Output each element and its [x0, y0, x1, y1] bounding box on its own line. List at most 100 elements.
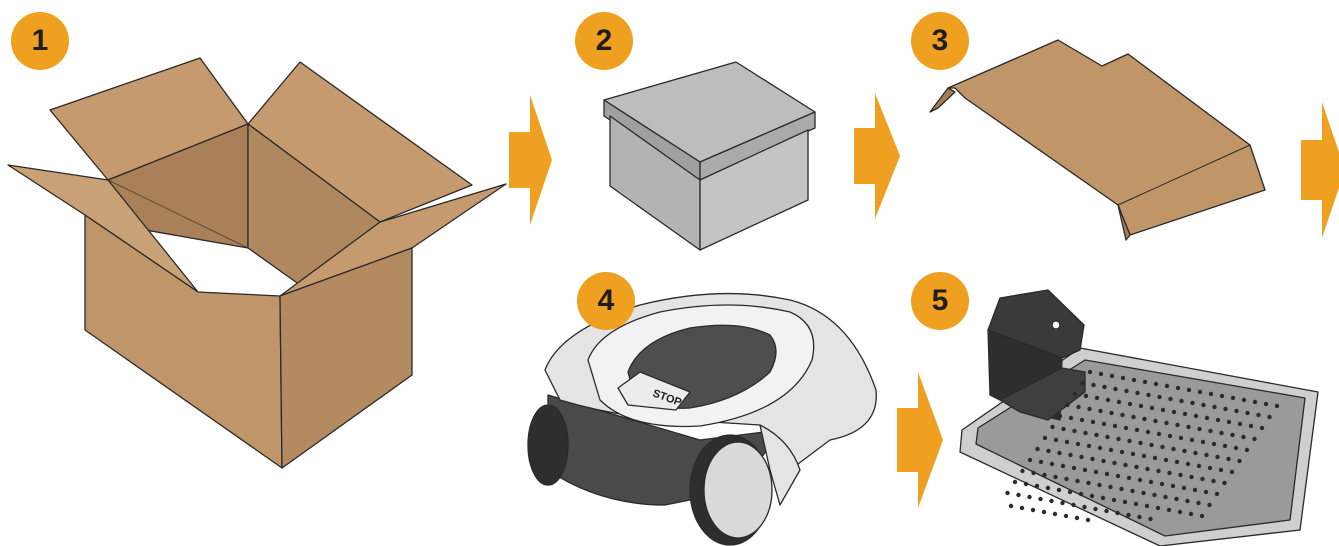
plate-hole [1095, 396, 1099, 400]
plate-hole [1083, 431, 1087, 435]
plate-hole [1121, 376, 1125, 380]
plate-hole [1253, 400, 1257, 404]
plate-hole [1091, 383, 1095, 387]
plate-hole [1201, 403, 1205, 407]
plate-hole [1050, 462, 1054, 466]
plate-hole [1231, 396, 1235, 400]
plate-hole [1135, 428, 1139, 432]
plate-hole [1156, 469, 1160, 473]
plate-hole [1175, 460, 1179, 464]
plate-hole [1104, 509, 1108, 513]
plate-hole [1211, 479, 1215, 483]
plate-hole [1102, 422, 1106, 426]
plate-hole [1112, 498, 1116, 502]
plate-hole [1065, 440, 1069, 444]
plate-hole [1156, 506, 1160, 510]
plate-hole [1226, 457, 1230, 461]
plate-hole [1204, 490, 1208, 494]
plate-hole [1171, 447, 1175, 451]
plate-hole [1197, 464, 1201, 468]
plate-hole [1076, 405, 1080, 409]
plate-hole [1194, 414, 1198, 418]
plate-hole [1267, 415, 1271, 419]
plate-hole [1157, 395, 1161, 399]
plate-hole [1075, 479, 1079, 483]
plate-hole [1068, 490, 1072, 494]
plate-hole [1091, 420, 1095, 424]
plate-hole [1175, 423, 1179, 427]
plate-hole [1024, 482, 1028, 486]
plate-hole [1108, 485, 1112, 489]
plate-hole [1178, 473, 1182, 477]
plate-hole [1079, 492, 1083, 496]
plate-hole [1149, 480, 1153, 484]
plate-hole [1120, 413, 1124, 417]
plate-hole [1076, 442, 1080, 446]
plate-hole [1275, 404, 1279, 408]
plate-hole [1205, 416, 1209, 420]
plate-hole [1042, 510, 1046, 514]
plate-hole [1145, 467, 1149, 471]
plate-hole [1160, 445, 1164, 449]
plate-hole [1161, 408, 1165, 412]
plate-hole [1123, 500, 1127, 504]
plate-hole [1148, 517, 1152, 521]
plate-hole [1073, 392, 1077, 396]
plate-hole [1249, 424, 1253, 428]
plate-hole [1113, 424, 1117, 428]
plate-hole [1060, 501, 1064, 505]
plate-hole [1105, 472, 1109, 476]
plate-hole [1131, 415, 1135, 419]
plate-hole [1200, 477, 1204, 481]
plate-hole [1065, 403, 1069, 407]
plate-hole [1154, 382, 1158, 386]
plate-hole [1179, 399, 1183, 403]
cardboard-insert [930, 40, 1265, 240]
plate-hole [1164, 421, 1168, 425]
plate-hole [1046, 449, 1050, 453]
plate-hole [1064, 477, 1068, 481]
plate-hole [1174, 497, 1178, 501]
plate-hole [1160, 482, 1164, 486]
plate-hole [1264, 402, 1268, 406]
plate-hole [1186, 462, 1190, 466]
arrow-1 [509, 95, 552, 225]
plate-hole [1230, 433, 1234, 437]
plate-hole [1117, 400, 1121, 404]
plate-hole [1216, 418, 1220, 422]
plate-hole [1069, 416, 1073, 420]
plate-hole [1145, 504, 1149, 508]
plate-hole [1176, 386, 1180, 390]
plate-hole [1009, 504, 1013, 508]
plate-hole [1098, 409, 1102, 413]
plate-hole [1215, 492, 1219, 496]
plate-hole [1099, 372, 1103, 376]
plate-hole [1190, 401, 1194, 405]
plate-hole [1241, 435, 1245, 439]
plate-hole [1167, 508, 1171, 512]
cardboard-box [8, 58, 506, 468]
plate-hole [1141, 491, 1145, 495]
plate-hole [1153, 456, 1157, 460]
plate-hole [1043, 436, 1047, 440]
plate-hole [1185, 499, 1189, 503]
plate-hole [1075, 516, 1079, 520]
plate-hole [1168, 434, 1172, 438]
plate-hole [1088, 370, 1092, 374]
plate-hole [1020, 469, 1024, 473]
plate-hole [1072, 429, 1076, 433]
plate-hole [1183, 412, 1187, 416]
plate-hole [1152, 493, 1156, 497]
plate-hole [1080, 381, 1084, 385]
plate-hole [1094, 470, 1098, 474]
plate-hole [1119, 487, 1123, 491]
plate-hole [1061, 427, 1065, 431]
plate-hole [1219, 431, 1223, 435]
plate-hole [1223, 407, 1227, 411]
plate-hole [1168, 397, 1172, 401]
charging-station [960, 290, 1318, 546]
plate-hole [1116, 437, 1120, 441]
plate-hole [1172, 410, 1176, 414]
plate-hole [1207, 503, 1211, 507]
